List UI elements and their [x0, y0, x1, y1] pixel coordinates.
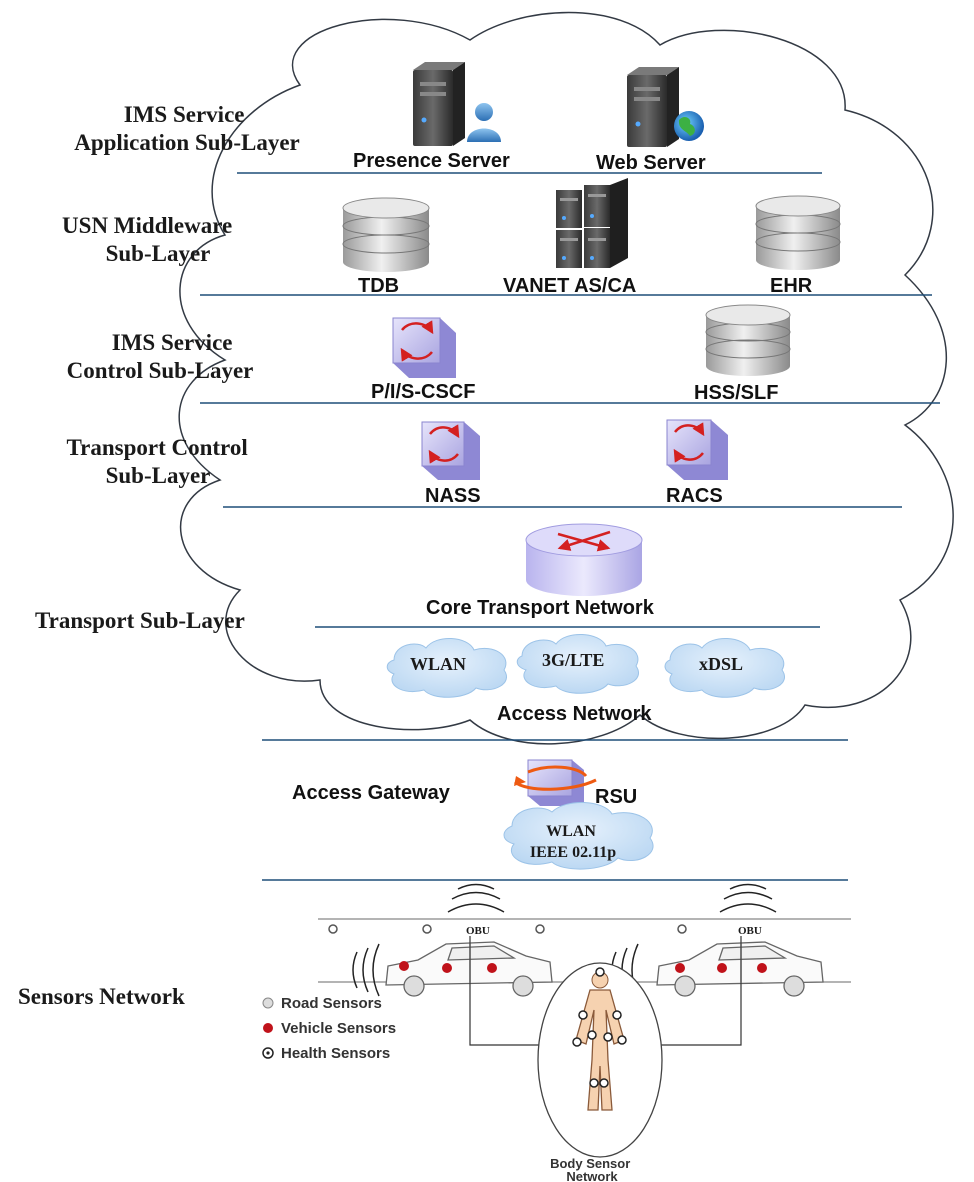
vehicle-sensors [399, 961, 767, 973]
presence-server-label: Presence Server [353, 150, 510, 172]
layer-transport: Transport Sub-Layer [35, 608, 245, 633]
core-network-label: Core Transport Network [426, 597, 655, 619]
racs-icon [666, 419, 728, 480]
lte-cloud-label: 3G/LTE [542, 650, 604, 670]
sensor-legend: Road Sensors Vehicle Sensors Health Sens… [262, 995, 396, 1062]
vanet-label: VANET AS/CA [503, 275, 636, 297]
access-network-label: Access Network [497, 703, 652, 725]
legend-road-label: Road Sensors [281, 995, 382, 1012]
obu-label-right: OBU [738, 925, 762, 937]
access-gateway-label: Access Gateway [292, 782, 451, 804]
health-sensors [572, 967, 627, 1088]
nass-icon [421, 421, 480, 480]
core-router-icon [525, 523, 643, 596]
wlan-p-cloud-icon [503, 801, 654, 870]
layer-ims-ctrl-line1: IMS Service [112, 330, 233, 355]
rsu-label: RSU [595, 786, 637, 808]
nass-label: NASS [425, 485, 481, 507]
body-network-links [469, 936, 742, 1046]
web-server-label: Web Server [596, 152, 706, 174]
xdsl-cloud-icon [664, 637, 785, 698]
body-sensor-label-line1: Body Sensor [550, 1156, 630, 1171]
layer-usn-line1: USN Middleware [62, 213, 232, 238]
layer-ims-ctrl-line2: Control Sub-Layer [67, 358, 254, 383]
rsu-icon [513, 759, 597, 806]
tdb-database-icon [342, 197, 430, 272]
layer-transport-ctrl-line2: Sub-Layer [106, 463, 211, 488]
svg-text:Body Sensor Network: Body Sensor Network [550, 1156, 634, 1182]
vehicle-signal-left [352, 943, 380, 997]
wlan-cloud-icon [386, 637, 507, 698]
svg-text:IMS Service Control Sub-La: IMS Service Control Sub-Layer [67, 330, 254, 383]
road-sensor-legend-icon [262, 997, 274, 1009]
web-server-icon [627, 67, 704, 147]
car-left-icon [385, 941, 553, 997]
pis-cscf-icon [392, 317, 456, 378]
vehicle-sensor-legend-icon [263, 1023, 273, 1033]
legend-vehicle-label: Vehicle Sensors [281, 1020, 396, 1037]
layer-usn-line2: Sub-Layer [106, 241, 211, 266]
svg-text:Transport Control Sub-Laye: Transport Control Sub-Layer [67, 435, 254, 488]
ehr-label: EHR [770, 275, 813, 297]
xdsl-cloud-label: xDSL [699, 654, 743, 674]
wlan-p-label-line1: WLAN [546, 823, 596, 840]
layer-dividers [200, 172, 940, 881]
layer-ims-app-line1: IMS Service [124, 102, 245, 127]
vanet-server-cluster-icon [556, 178, 628, 268]
presence-server-icon [413, 62, 501, 146]
tdb-label: TDB [358, 275, 399, 297]
obu-signal-right [719, 883, 777, 913]
ehr-database-icon [755, 195, 841, 270]
hss-slf-database-icon [705, 304, 791, 376]
layer-sensors: Sensors Network [18, 984, 185, 1009]
body-sensor-network-icon [537, 962, 663, 1158]
svg-text:IMS Service Application Su: IMS Service Application Sub-Layer [74, 102, 300, 155]
pis-cscf-label: P/I/S-CSCF [371, 381, 475, 403]
racs-label: RACS [666, 485, 723, 507]
wlan-cloud-label: WLAN [410, 654, 466, 674]
legend-health-label: Health Sensors [281, 1045, 390, 1062]
obu-signal-left [447, 883, 505, 913]
network-cloud-outline [178, 11, 954, 745]
wlan-p-label-line2: IEEE 02.11p [530, 844, 616, 861]
hss-slf-label: HSS/SLF [694, 382, 778, 404]
layer-transport-ctrl-line1: Transport Control [67, 435, 248, 460]
obu-label-left: OBU [466, 925, 490, 937]
layer-ims-app-line2: Application Sub-Layer [74, 130, 300, 155]
svg-text:USN Middleware Sub-Layer: USN Middleware Sub-Layer [62, 213, 238, 266]
lte-cloud-icon [516, 633, 639, 694]
svg-text:WLAN IEEE 02.11p: WLAN IEEE 02.11p [530, 823, 616, 861]
body-sensor-label-line2: Network [566, 1169, 618, 1182]
